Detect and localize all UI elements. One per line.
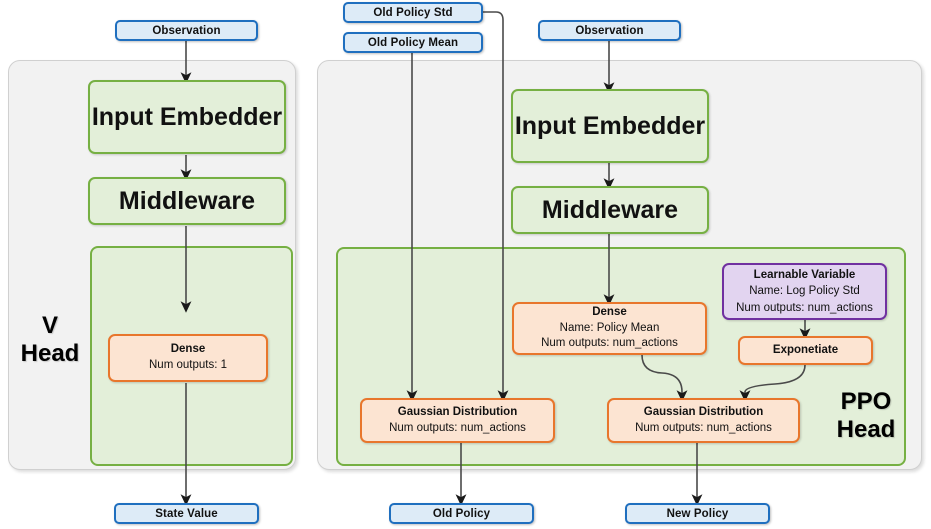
old-policy-std-label: Old Policy Std — [373, 6, 453, 19]
exponetiate-label: Exponetiate — [772, 343, 839, 356]
v-head-state-value-label: State Value — [155, 507, 218, 520]
ppo-head-group-label-line2: Head — [836, 416, 896, 444]
ppo-head-input-embedder-label: Input Embedder — [514, 111, 706, 140]
learnable-variable-title: Learnable Variable — [753, 269, 856, 282]
exponetiate-block[interactable]: Exponetiate — [738, 336, 873, 365]
v-head-dense-num-outputs: Num outputs: 1 — [149, 359, 227, 371]
v-head-state-value-output[interactable]: State Value — [114, 503, 259, 524]
gaussian-distribution-old-policy[interactable]: Gaussian Distribution Num outputs: num_a… — [360, 398, 555, 443]
old-policy-mean-input[interactable]: Old Policy Mean — [343, 32, 483, 53]
gaussian-old-title: Gaussian Distribution — [397, 405, 518, 418]
old-policy-output[interactable]: Old Policy — [389, 503, 534, 524]
new-policy-output-label: New Policy — [666, 507, 729, 520]
gaussian-new-num-outputs: Num outputs: num_actions — [635, 421, 772, 434]
ppo-head-dense-policy-mean[interactable]: Dense Name: Policy Mean Num outputs: num… — [512, 302, 707, 355]
ppo-head-middleware[interactable]: Middleware — [511, 186, 709, 234]
v-head-observation-input[interactable]: Observation — [115, 20, 258, 41]
gaussian-new-title: Gaussian Distribution — [643, 405, 764, 418]
gaussian-old-num-outputs: Num outputs: num_actions — [389, 421, 526, 434]
ppo-head-dense-num-outputs: Num outputs: num_actions — [541, 337, 678, 350]
v-head-group-label-line2: Head — [20, 340, 80, 368]
gaussian-distribution-new-policy[interactable]: Gaussian Distribution Num outputs: num_a… — [607, 398, 800, 443]
v-head-group-label: V Head — [14, 312, 86, 369]
ppo-head-dense-title: Dense — [592, 305, 627, 318]
v-head-middleware[interactable]: Middleware — [88, 177, 286, 225]
old-policy-std-input[interactable]: Old Policy Std — [343, 2, 483, 23]
learnable-variable-name: Name: Log Policy Std — [749, 285, 860, 298]
v-head-input-embedder[interactable]: Input Embedder — [88, 80, 286, 154]
ppo-head-dense-name: Name: Policy Mean — [559, 321, 660, 334]
ppo-head-middleware-label: Middleware — [541, 195, 679, 224]
ppo-head-group-label-line1: PPO — [840, 388, 892, 415]
ppo-head-observation-input[interactable]: Observation — [538, 20, 681, 41]
v-head-input-embedder-label: Input Embedder — [91, 102, 283, 131]
v-head-dense[interactable]: Dense Num outputs: 1 — [108, 334, 268, 382]
old-policy-mean-label: Old Policy Mean — [367, 36, 459, 49]
ppo-head-input-embedder[interactable]: Input Embedder — [511, 89, 709, 163]
old-policy-output-label: Old Policy — [432, 507, 491, 520]
v-head-group-label-line1: V — [41, 312, 58, 339]
v-head-middleware-label: Middleware — [118, 186, 256, 215]
new-policy-output[interactable]: New Policy — [625, 503, 770, 524]
learnable-variable-log-policy-std[interactable]: Learnable Variable Name: Log Policy Std … — [722, 263, 887, 320]
ppo-head-observation-label: Observation — [575, 24, 644, 37]
ppo-head-group-label: PPO Head — [818, 388, 914, 445]
v-head-dense-title: Dense — [170, 343, 206, 356]
learnable-variable-num-outputs: Num outputs: num_actions — [736, 301, 873, 314]
v-head-observation-label: Observation — [152, 24, 221, 37]
